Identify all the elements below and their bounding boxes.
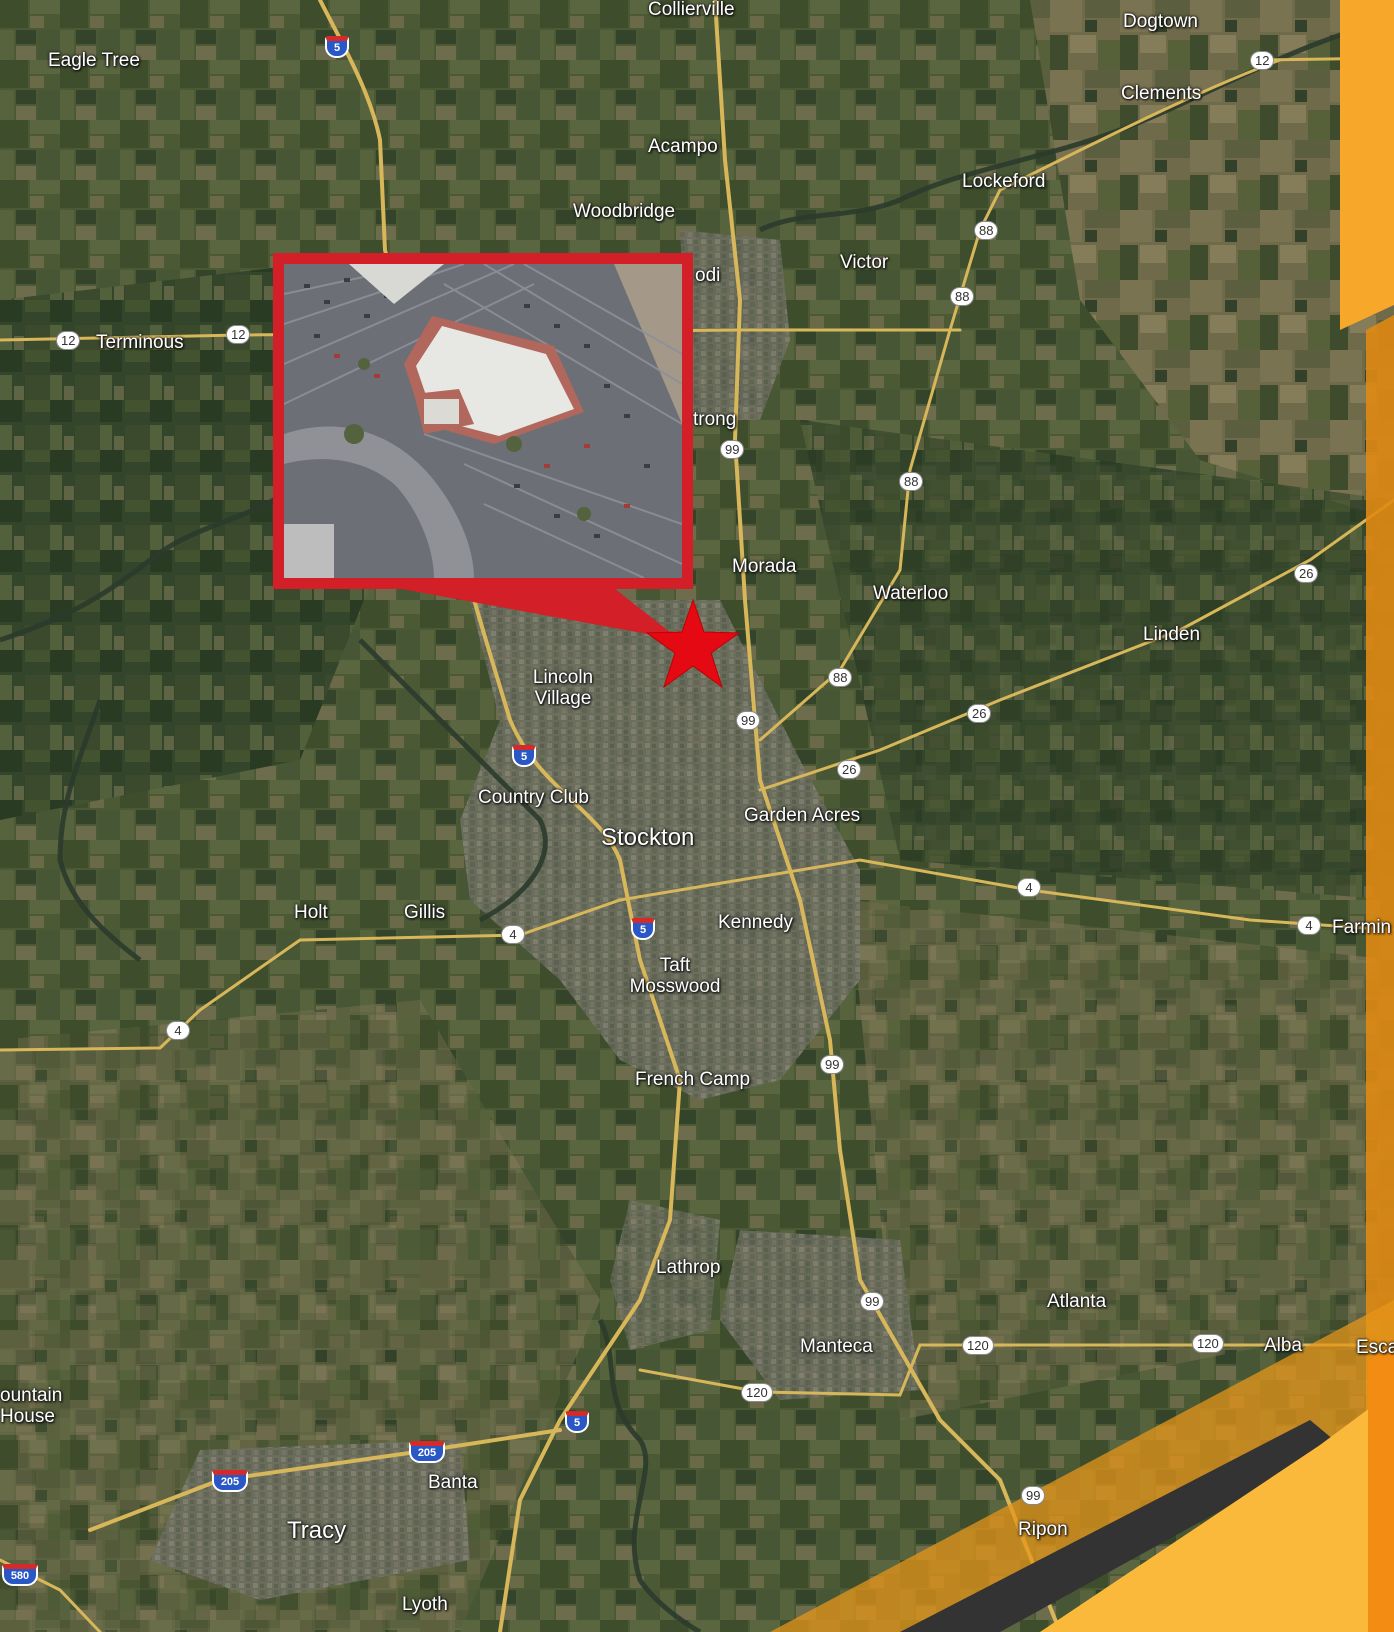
place-mountain-house: ountain House xyxy=(0,1385,63,1427)
place-gillis: Gillis xyxy=(404,902,446,923)
route-shield-sr12: 12 xyxy=(56,331,81,350)
route-shield-sr88: 88 xyxy=(974,221,999,240)
place-manteca: Manteca xyxy=(800,1336,873,1357)
route-shield-sr12: 12 xyxy=(1250,51,1275,70)
place-victor: Victor xyxy=(840,252,889,273)
route-shield-sr120: 120 xyxy=(962,1336,994,1355)
place-terminous: Terminous xyxy=(96,332,184,353)
place-banta: Banta xyxy=(428,1472,478,1493)
route-shield-i205: 205 xyxy=(212,1470,248,1492)
place-collierville: Collierville xyxy=(648,0,735,20)
route-shield-sr26: 26 xyxy=(967,704,992,723)
place-lodi: odi xyxy=(695,265,721,286)
place-armstrong: trong xyxy=(693,409,737,430)
route-shield-i205: 205 xyxy=(409,1441,445,1463)
place-ripon: Ripon xyxy=(1018,1519,1068,1540)
terrain-south xyxy=(850,900,1394,1420)
place-morada: Morada xyxy=(732,556,797,577)
place-escalon: Esca xyxy=(1356,1337,1394,1358)
place-holt: Holt xyxy=(294,902,328,923)
route-shield-i5: 5 xyxy=(631,918,655,940)
place-garden-acres: Garden Acres xyxy=(744,805,861,826)
place-country-club: Country Club xyxy=(478,787,589,808)
route-shield-sr26: 26 xyxy=(837,760,862,779)
route-shield-sr4: 4 xyxy=(501,925,525,944)
route-shield-i5: 5 xyxy=(565,1411,589,1433)
route-shield-sr99: 99 xyxy=(720,440,745,459)
route-shield-sr4: 4 xyxy=(166,1021,190,1040)
place-alba: Alba xyxy=(1264,1335,1303,1356)
urban-lathrop xyxy=(610,1200,720,1350)
accent-top-right xyxy=(1340,0,1394,330)
place-lincoln-village: Lincoln Village xyxy=(532,667,594,709)
place-atlanta: Atlanta xyxy=(1047,1291,1107,1312)
place-dogtown: Dogtown xyxy=(1123,11,1198,32)
place-farmington: Farmin xyxy=(1332,917,1392,938)
route-shield-sr99: 99 xyxy=(820,1055,845,1074)
route-shield-sr4: 4 xyxy=(1017,878,1041,897)
route-shield-sr99: 99 xyxy=(860,1292,885,1311)
route-shield-sr99: 99 xyxy=(736,711,761,730)
place-tracy: Tracy xyxy=(287,1517,347,1544)
place-taft-mosswood: Taft Mosswood xyxy=(629,955,721,997)
route-shield-sr88: 88 xyxy=(899,472,924,491)
place-eagle-tree: Eagle Tree xyxy=(48,50,140,71)
route-shield-sr4: 4 xyxy=(1297,916,1321,935)
road-i5 xyxy=(318,0,683,1632)
place-acampo: Acampo xyxy=(648,136,718,157)
place-french-camp: French Camp xyxy=(635,1069,751,1090)
place-kennedy: Kennedy xyxy=(718,912,794,933)
route-shield-sr12: 12 xyxy=(226,325,251,344)
route-shield-i5: 5 xyxy=(325,36,349,58)
urban-lodi xyxy=(680,230,790,420)
route-shield-sr120: 120 xyxy=(741,1383,773,1402)
place-waterloo: Waterloo xyxy=(873,583,949,604)
route-shield-i5: 5 xyxy=(512,745,536,767)
terrain-east-green xyxy=(800,420,1394,900)
place-stockton: Stockton xyxy=(601,824,695,851)
route-shield-sr26: 26 xyxy=(1294,564,1319,583)
place-lockeford: Lockeford xyxy=(962,171,1046,192)
road-sr26 xyxy=(758,498,1394,792)
route-shield-sr99: 99 xyxy=(1021,1486,1046,1505)
inset-aerial-photo xyxy=(273,253,693,589)
aerial-photo xyxy=(284,264,682,578)
route-shield-i580: 580 xyxy=(2,1564,38,1586)
route-shield-sr120: 120 xyxy=(1192,1334,1224,1353)
place-lathrop: Lathrop xyxy=(656,1257,721,1278)
place-woodbridge: Woodbridge xyxy=(573,201,676,222)
place-clements: Clements xyxy=(1121,83,1202,104)
road-i205 xyxy=(88,1428,562,1532)
route-shield-sr88: 88 xyxy=(828,668,853,687)
place-linden: Linden xyxy=(1143,624,1201,645)
accent-right-strip xyxy=(1366,315,1394,1632)
urban-stockton xyxy=(460,600,860,1100)
star-icon[interactable] xyxy=(645,598,741,690)
route-shield-sr88: 88 xyxy=(950,287,975,306)
place-lyoth: Lyoth xyxy=(402,1594,448,1615)
